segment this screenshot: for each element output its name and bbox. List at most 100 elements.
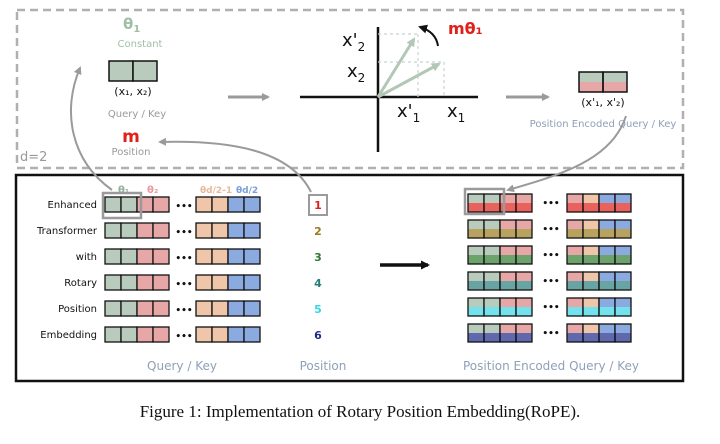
query-key-cell <box>243 274 261 291</box>
query-key-cell <box>152 196 170 213</box>
query-key-cell <box>104 248 122 265</box>
encoded-cell <box>614 245 632 265</box>
encoded-cell-tint <box>484 255 500 264</box>
constant-label: Constant <box>118 39 163 50</box>
query-key-cell <box>227 274 245 291</box>
encoded-cell-top <box>615 298 631 307</box>
encoded-cell-tint <box>500 333 516 342</box>
encoded-cell-tint <box>516 203 532 212</box>
encoded-cell-top <box>500 272 516 281</box>
encoded-cell-top <box>468 220 484 229</box>
ellipsis: ••• <box>175 306 192 316</box>
encoded-cell-top <box>583 194 599 203</box>
encoded-cell-top <box>484 194 500 203</box>
encoded-cell-top <box>567 298 583 307</box>
query-key-cell <box>152 222 170 239</box>
ellipsis: ••• <box>175 228 192 238</box>
encoded-cell-top <box>468 194 484 203</box>
encoded-cell <box>515 193 533 213</box>
theta-header-d2: θd/2 <box>236 186 258 196</box>
query-key-cell <box>195 274 213 291</box>
encoded-cell-tint <box>500 307 516 316</box>
query-key-cell <box>243 196 261 213</box>
encoded-cell-top <box>567 246 583 255</box>
encoded-cell-top <box>516 298 532 307</box>
encoded-cell-tint <box>484 281 500 290</box>
encoded-cell-tint <box>615 255 631 264</box>
token-label: Transformer <box>36 226 98 237</box>
encoded-cell <box>614 323 632 343</box>
query-key-cell <box>195 326 213 343</box>
encoded-cell-top <box>500 324 516 333</box>
encoded-cell-tint <box>583 255 599 264</box>
ellipsis: ••• <box>175 280 192 290</box>
encoded-cell-top <box>583 324 599 333</box>
encoded-cell-top <box>567 194 583 203</box>
theta-one-symbol: θ1 <box>123 15 140 35</box>
query-key-cell <box>104 300 122 317</box>
encoded-cell <box>515 323 533 343</box>
rotated-vector <box>376 37 416 98</box>
label-x1p: x'1 <box>397 101 420 125</box>
encoded-cell-top <box>484 246 500 255</box>
encoded-cell-tint <box>615 307 631 316</box>
encoded-cell <box>515 297 533 317</box>
encoded-cell-top <box>516 220 532 229</box>
query-key-cell <box>227 326 245 343</box>
encoded-cell-top <box>484 220 500 229</box>
token-row: Embedding•••6••• <box>40 323 632 343</box>
encoded-cell-tint <box>484 333 500 342</box>
top-panel-border <box>15 8 685 170</box>
encoded-cell-tint <box>468 333 484 342</box>
encoded-cell-top <box>484 324 500 333</box>
pair-label: (x₁, x₂) <box>114 85 151 98</box>
connector-pair-to-theta <box>70 66 113 191</box>
token-label: Enhanced <box>48 200 97 211</box>
encoded-cell-tint <box>567 203 583 212</box>
encoded-cell-top <box>567 220 583 229</box>
encoded-cell-top <box>599 220 615 229</box>
encoded-cell-tint <box>567 229 583 238</box>
encoded-cell-tint <box>468 281 484 290</box>
encoded-cell-tint <box>599 255 615 264</box>
encoded-cell-tint <box>567 307 583 316</box>
encoded-cell-tint <box>599 203 615 212</box>
token-label: Embedding <box>40 330 97 341</box>
encoded-cell-tint <box>500 255 516 264</box>
encoded-cell-tint <box>599 307 615 316</box>
encoded-cell-tint <box>484 307 500 316</box>
query-key-cell <box>104 196 122 213</box>
query-key-cell <box>211 274 229 291</box>
query-key-cell <box>104 274 122 291</box>
encoded-cell-tint <box>615 203 631 212</box>
query-key-cell <box>227 248 245 265</box>
query-key-pair-block-left <box>108 60 134 82</box>
query-key-cell <box>120 248 138 265</box>
encoded-cell <box>515 219 533 239</box>
encoded-cell <box>515 245 533 265</box>
ellipsis: ••• <box>542 277 559 287</box>
position-number: 1 <box>314 199 322 212</box>
query-key-label-top: Query / Key <box>108 109 166 120</box>
encoded-cell-tint <box>468 203 484 212</box>
query-key-cell <box>243 326 261 343</box>
theta-header-2: θ₂ <box>147 185 158 196</box>
position-label-bottom: Position <box>300 359 347 373</box>
encoded-cell-tint <box>468 307 484 316</box>
query-key-cell <box>136 196 154 213</box>
encoded-cell-top <box>599 194 615 203</box>
ellipsis: ••• <box>542 251 559 261</box>
query-key-cell <box>136 300 154 317</box>
query-key-cell <box>211 326 229 343</box>
query-key-cell <box>243 222 261 239</box>
theta-header-d2-1: θd/2-1 <box>200 186 232 196</box>
rotation-label: mθ₁ <box>448 19 483 38</box>
encoded-cell-top <box>583 272 599 281</box>
query-key-cell <box>195 248 213 265</box>
query-key-cell <box>136 274 154 291</box>
encoded-cell-tint <box>583 281 599 290</box>
label-x2: x2 <box>347 61 365 85</box>
query-key-cell <box>136 222 154 239</box>
encoded-cell-top <box>484 298 500 307</box>
connector-encoded-to-block <box>506 115 627 193</box>
